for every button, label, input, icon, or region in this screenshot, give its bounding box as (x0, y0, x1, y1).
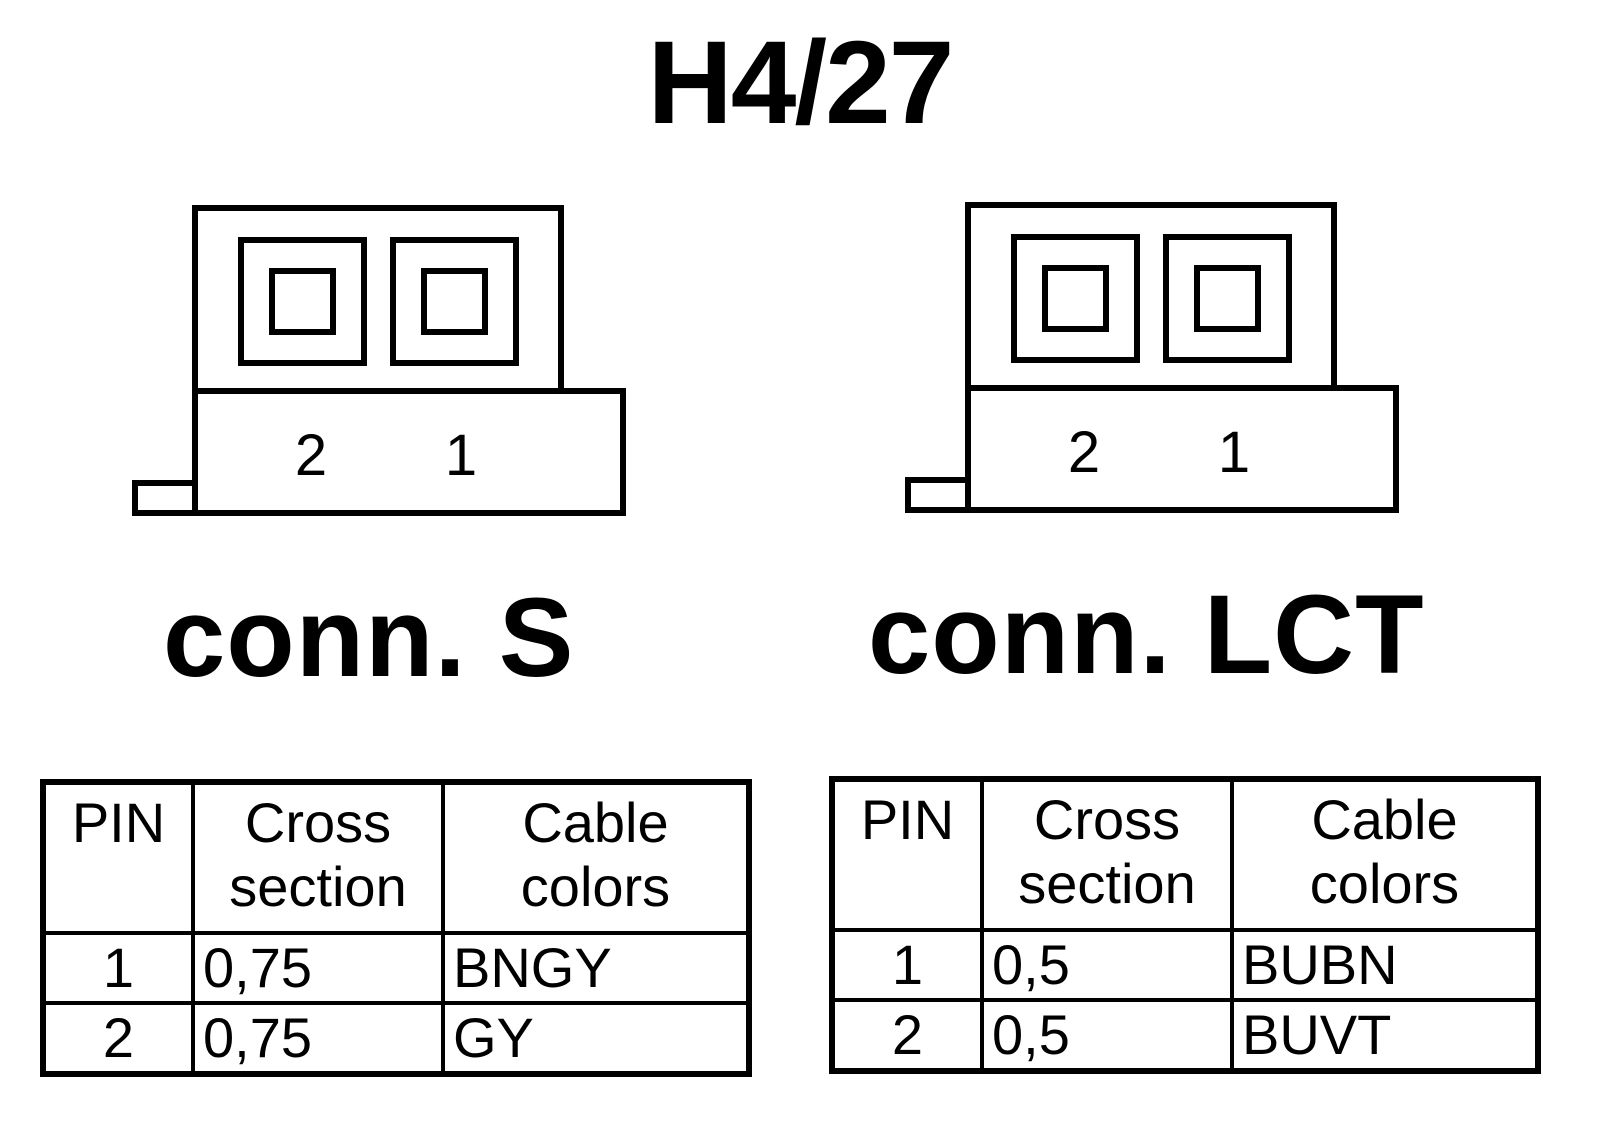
connector-lct-pin-label-2: 2 (1068, 420, 1100, 485)
header-cross-line2: section (1018, 852, 1196, 915)
connector-s-base (192, 388, 626, 516)
diagram-title: H4/27 (647, 17, 955, 149)
connector-lct-cavity-2 (1011, 234, 1140, 363)
connector-s-latch (132, 480, 198, 516)
cell-cross-section: 0,75 (191, 1001, 445, 1076)
table-row: 1 0,75 BNGY (41, 931, 751, 1005)
header-cable-colors: Cable colors (1230, 777, 1540, 932)
cell-cable-color: BUBN (1230, 928, 1540, 1002)
connector-s-cavity-1 (390, 237, 519, 366)
connector-s-terminal-1 (421, 268, 488, 335)
header-color-line1: Cable (522, 791, 669, 854)
connector-lct-pin-table: PIN Cross section Cable colors 1 0,5 BUB… (829, 776, 1541, 1074)
header-pin: PIN (41, 780, 195, 935)
header-cable-colors: Cable colors (441, 780, 751, 935)
connector-s-terminal-2 (269, 268, 336, 335)
connector-lct-base (965, 385, 1399, 513)
cell-cross-section: 0,5 (980, 928, 1234, 1002)
cell-pin: 2 (41, 1001, 195, 1076)
connector-lct-cavity-1 (1163, 234, 1292, 363)
table-header-row: PIN Cross section Cable colors (41, 780, 751, 935)
header-color-line2: colors (1309, 852, 1460, 915)
connector-s-pin-table: PIN Cross section Cable colors 1 0,75 BN… (40, 779, 752, 1077)
cell-cable-color: BUVT (1230, 998, 1540, 1073)
header-pin-text: PIN (860, 788, 955, 851)
cell-cable-color: GY (441, 1001, 751, 1076)
header-pin-text: PIN (71, 791, 166, 854)
header-cross-line1: Cross (244, 791, 392, 854)
connector-lct-drawing (905, 202, 1399, 513)
cell-pin: 1 (41, 931, 195, 1005)
header-color-line2: colors (520, 855, 671, 918)
connector-lct-label: conn. LCT (868, 572, 1425, 697)
header-cross-line1: Cross (1033, 788, 1181, 851)
connector-drawings: 2 1 2 1 (132, 202, 1399, 516)
cell-cable-color: BNGY (441, 931, 751, 1005)
connector-s-cavity-2 (238, 237, 367, 366)
cell-pin: 1 (830, 928, 984, 1002)
header-pin: PIN (830, 777, 984, 932)
header-color-line1: Cable (1311, 788, 1458, 851)
table-row: 1 0,5 BUBN (830, 928, 1540, 1002)
table-row: 2 0,75 GY (41, 1001, 751, 1076)
connector-lct-terminal-1 (1194, 265, 1261, 332)
connector-lct-terminal-2 (1042, 265, 1109, 332)
header-cross-section: Cross section (980, 777, 1234, 932)
cell-cross-section: 0,75 (191, 931, 445, 1005)
header-cross-section: Cross section (191, 780, 445, 935)
connector-s-label: conn. S (163, 575, 575, 700)
connector-lct-pin-label-1: 1 (1218, 420, 1250, 485)
connector-s-drawing (132, 205, 626, 516)
connector-s-pin-label-2: 2 (295, 423, 327, 488)
cell-cross-section: 0,5 (980, 998, 1234, 1073)
table-row: 2 0,5 BUVT (830, 998, 1540, 1073)
connector-lct-latch (905, 477, 971, 513)
header-cross-line2: section (229, 855, 407, 918)
cell-pin: 2 (830, 998, 984, 1073)
table-header-row: PIN Cross section Cable colors (830, 777, 1540, 932)
connector-s-pin-label-1: 1 (445, 423, 477, 488)
